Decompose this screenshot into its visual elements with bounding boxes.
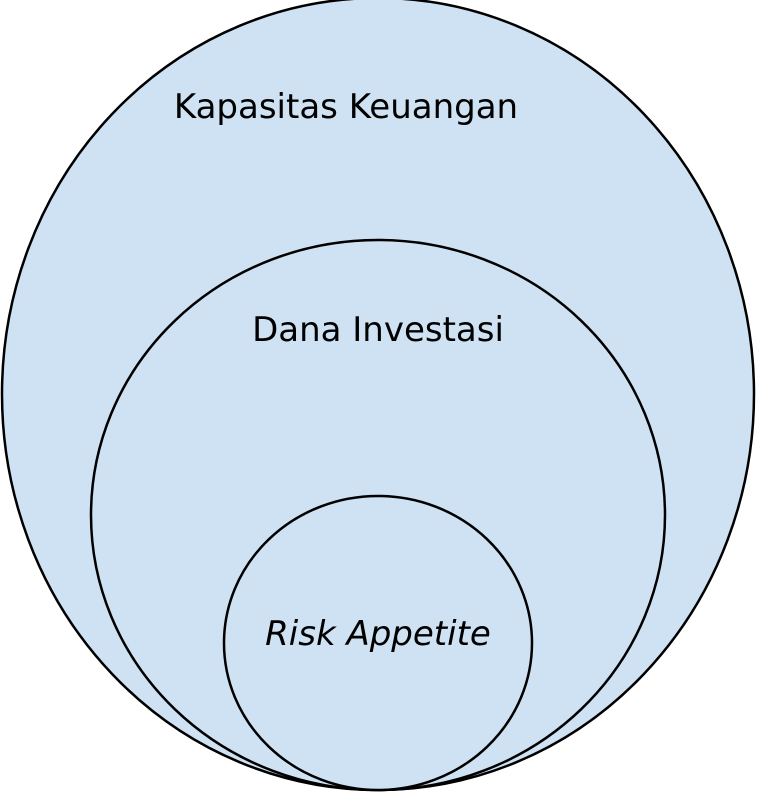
inner-circle-label: Risk Appetite: [265, 614, 491, 654]
inner-circle: [222, 494, 534, 792]
outer-circle-label: Kapasitas Keuangan: [174, 87, 518, 127]
middle-circle-label: Dana Investasi: [252, 310, 504, 350]
